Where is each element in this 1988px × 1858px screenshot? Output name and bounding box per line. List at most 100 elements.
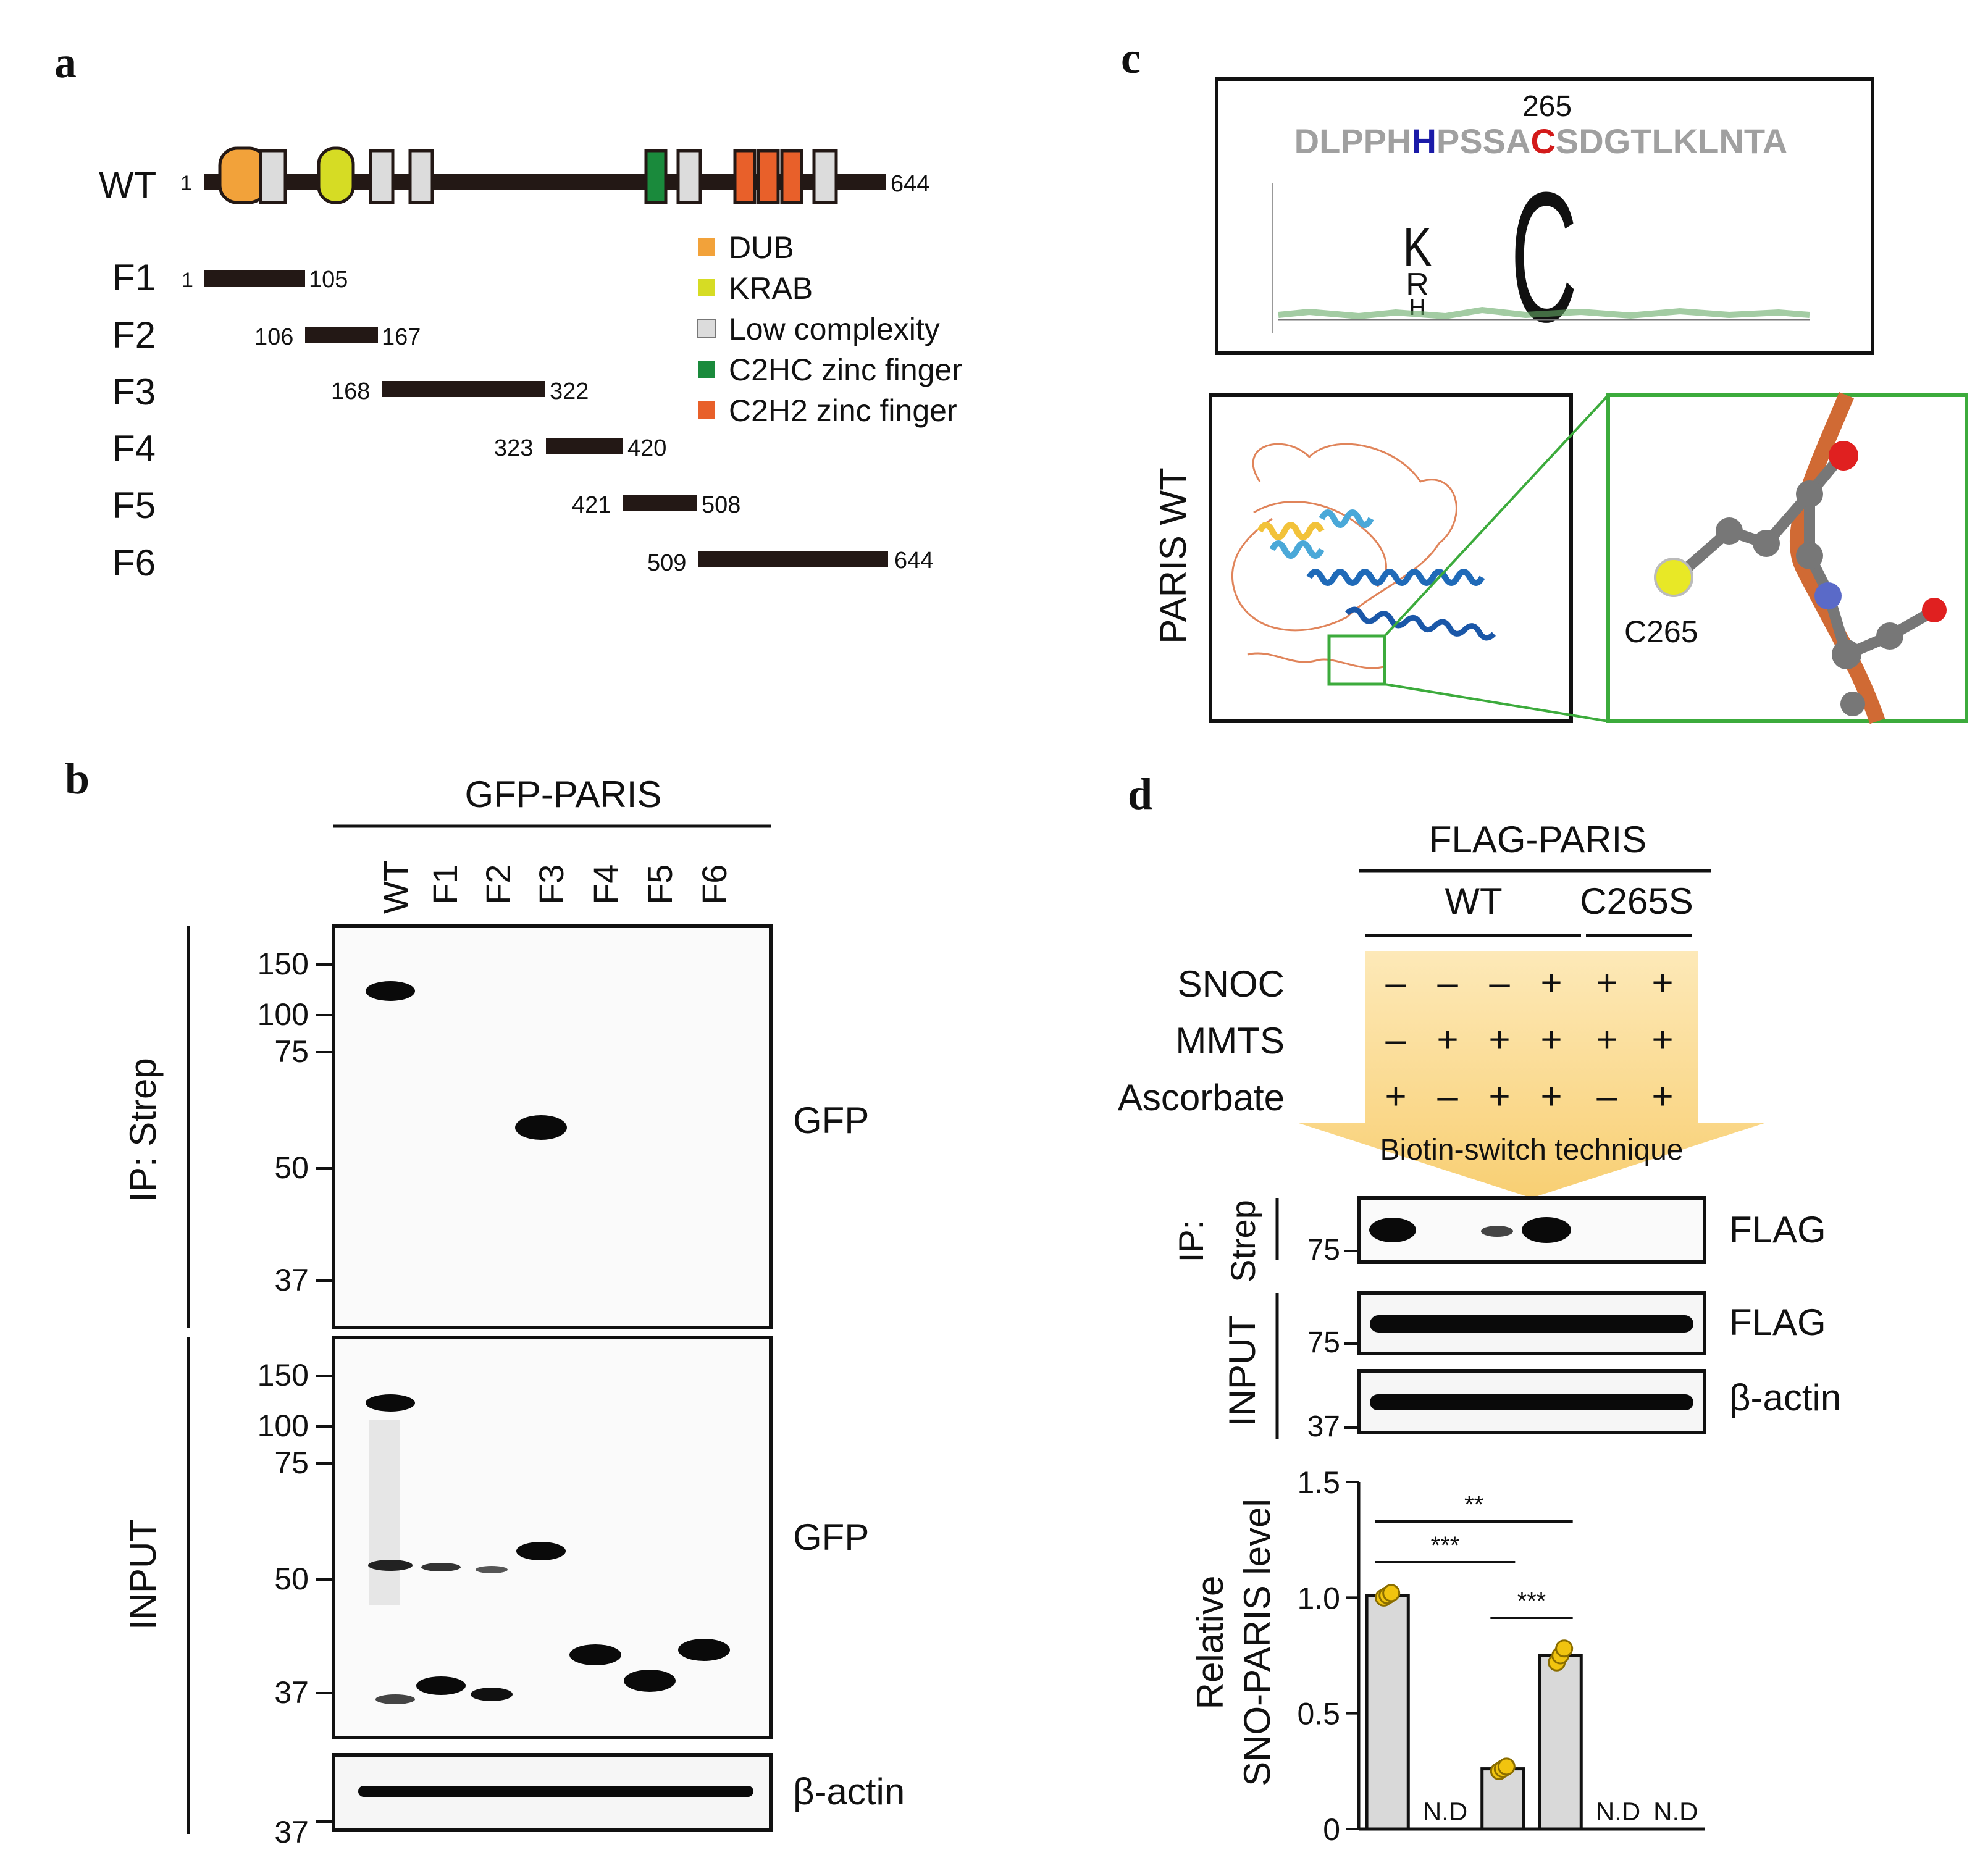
- lane-label: F4: [586, 864, 625, 905]
- ip-label: IP:: [1172, 1220, 1210, 1262]
- sequence-residue: H: [1411, 122, 1436, 161]
- logo-letter: C: [1511, 154, 1577, 361]
- fragment-name: F1: [112, 257, 156, 298]
- low-complexity-domain: [676, 149, 702, 204]
- blot-band: [516, 1542, 566, 1560]
- sulfur-atom: [1654, 558, 1693, 597]
- blot-band: [368, 1560, 413, 1571]
- lane-labels: WT F1 F2 F3 F4 F5 F6: [376, 860, 734, 914]
- y-tick-label: 1.5: [1297, 1465, 1340, 1500]
- mw-marker: 100: [258, 1408, 309, 1443]
- carbon-atom: [1796, 480, 1823, 508]
- y-axis-label-line2: SNO-PARIS level: [1236, 1499, 1278, 1786]
- condition-value: –: [1489, 962, 1510, 1003]
- krab-domain: [317, 146, 355, 204]
- c2hc-zinc-finger-domain: [644, 149, 668, 204]
- structure-helix: [1344, 606, 1496, 641]
- structure-helix: [1269, 540, 1325, 559]
- ip-flag-blot: [1357, 1196, 1706, 1264]
- sequence-residue: L: [1319, 122, 1340, 161]
- mw-marker: 50: [274, 1562, 309, 1596]
- blot-band: [624, 1670, 676, 1692]
- sequence-residue: P: [1340, 122, 1363, 161]
- oxygen-atom: [1829, 441, 1858, 471]
- lane-label: F3: [532, 864, 571, 905]
- condition-label: SNOC: [1178, 963, 1285, 1005]
- zoom-region-box: [1327, 634, 1386, 686]
- sequence-logo-box: [1215, 77, 1874, 355]
- blot-band: [366, 1394, 415, 1412]
- backbone-ribbon: [1789, 391, 1885, 724]
- fragment-end: 508: [702, 492, 740, 518]
- lane-label: F1: [426, 864, 464, 905]
- protein-structure: [1231, 443, 1496, 669]
- blot-label: FLAG: [1729, 1302, 1826, 1343]
- low-complexity-domain: [812, 149, 838, 204]
- mw-marker: 75: [1307, 1234, 1340, 1266]
- logo-baseline-letters: [1278, 306, 1810, 320]
- condition-value: +: [1540, 1076, 1562, 1117]
- condition-value: +: [1596, 962, 1617, 1003]
- blot-band: [471, 1688, 513, 1701]
- panel-d-letter: d: [1128, 769, 1152, 819]
- sequence-residue: P: [1436, 122, 1459, 161]
- sequence-residue: G: [1604, 122, 1631, 161]
- sequence-residue: S: [1459, 122, 1482, 161]
- input-label: INPUT: [122, 1519, 164, 1630]
- blot-label: GFP: [793, 1517, 869, 1558]
- sequence-residue: H: [1386, 122, 1411, 161]
- blot-band: [476, 1566, 508, 1573]
- mw-marker: 37: [274, 1263, 309, 1297]
- mw-marker: 100: [258, 997, 309, 1032]
- mw-marker: 75: [274, 1446, 309, 1480]
- condition-value: –: [1596, 1076, 1617, 1117]
- technique-label: Biotin-switch technique: [1380, 1134, 1684, 1166]
- c2h2-zinc-finger-domain: [757, 149, 780, 204]
- condition-value: +: [1651, 1019, 1673, 1060]
- structure-loop: [1247, 652, 1384, 669]
- chart-bar: [1365, 1594, 1410, 1831]
- condition-value: +: [1436, 1019, 1458, 1060]
- mw-marker: 50: [274, 1150, 309, 1185]
- fragment-start: 323: [494, 435, 533, 461]
- low-complexity-domain: [369, 149, 395, 204]
- data-point: [1497, 1757, 1516, 1776]
- ip-strep-label: IP: Strep: [122, 1058, 164, 1202]
- mw-marker: 150: [258, 1358, 309, 1392]
- significance-label: **: [1464, 1491, 1483, 1518]
- peptide-sequence: DLPPHHPSSACSDGTLKLNTA: [1294, 122, 1788, 161]
- chart-bar: [1538, 1654, 1583, 1831]
- condition-value: +: [1540, 962, 1562, 1003]
- data-point: [1555, 1639, 1574, 1658]
- blot-smear: [369, 1420, 400, 1605]
- blot-label: β-actin: [1729, 1377, 1841, 1418]
- fragment-name: F6: [112, 542, 156, 584]
- panel-d: d FLAG-PARIS WT C265S SNOC MMTS Ascorbat…: [1118, 769, 1841, 1847]
- condition-value: –: [1437, 1076, 1458, 1117]
- group-label: FLAG-PARIS: [1429, 819, 1646, 860]
- blot-band: [358, 1786, 753, 1797]
- subgroup-label: WT: [1445, 881, 1502, 922]
- legend-label: DUB: [729, 230, 794, 265]
- blot-band: [416, 1676, 466, 1695]
- blot-band: [569, 1644, 621, 1665]
- fragment-bar: [546, 438, 623, 454]
- condition-value: +: [1651, 1076, 1673, 1117]
- ip-markers: 150 100 75 50 37: [258, 947, 333, 1297]
- structure-loop: [1231, 443, 1457, 632]
- legend-label: C2HC zinc finger: [729, 353, 962, 387]
- carbon-atom: [1753, 530, 1780, 557]
- panel-a-letter: a: [54, 38, 77, 87]
- c2h2-zinc-finger-domain: [780, 149, 803, 204]
- low-complexity-domain: [259, 149, 287, 204]
- condition-value: +: [1596, 1019, 1617, 1060]
- condition-grid: SNOC MMTS Ascorbate –––+++–++++++–++–+: [1118, 962, 1674, 1118]
- structure-helix: [1319, 509, 1374, 528]
- legend-label: KRAB: [729, 271, 813, 306]
- legend-swatch: [698, 361, 715, 378]
- panel-b-letter: b: [65, 754, 90, 803]
- nitrogen-atom: [1814, 582, 1842, 609]
- lane-label: F5: [640, 864, 679, 905]
- panel-c: c 265 DLPPHHPSSACSDGTLKLNTA K R H C PARI…: [1121, 33, 1968, 724]
